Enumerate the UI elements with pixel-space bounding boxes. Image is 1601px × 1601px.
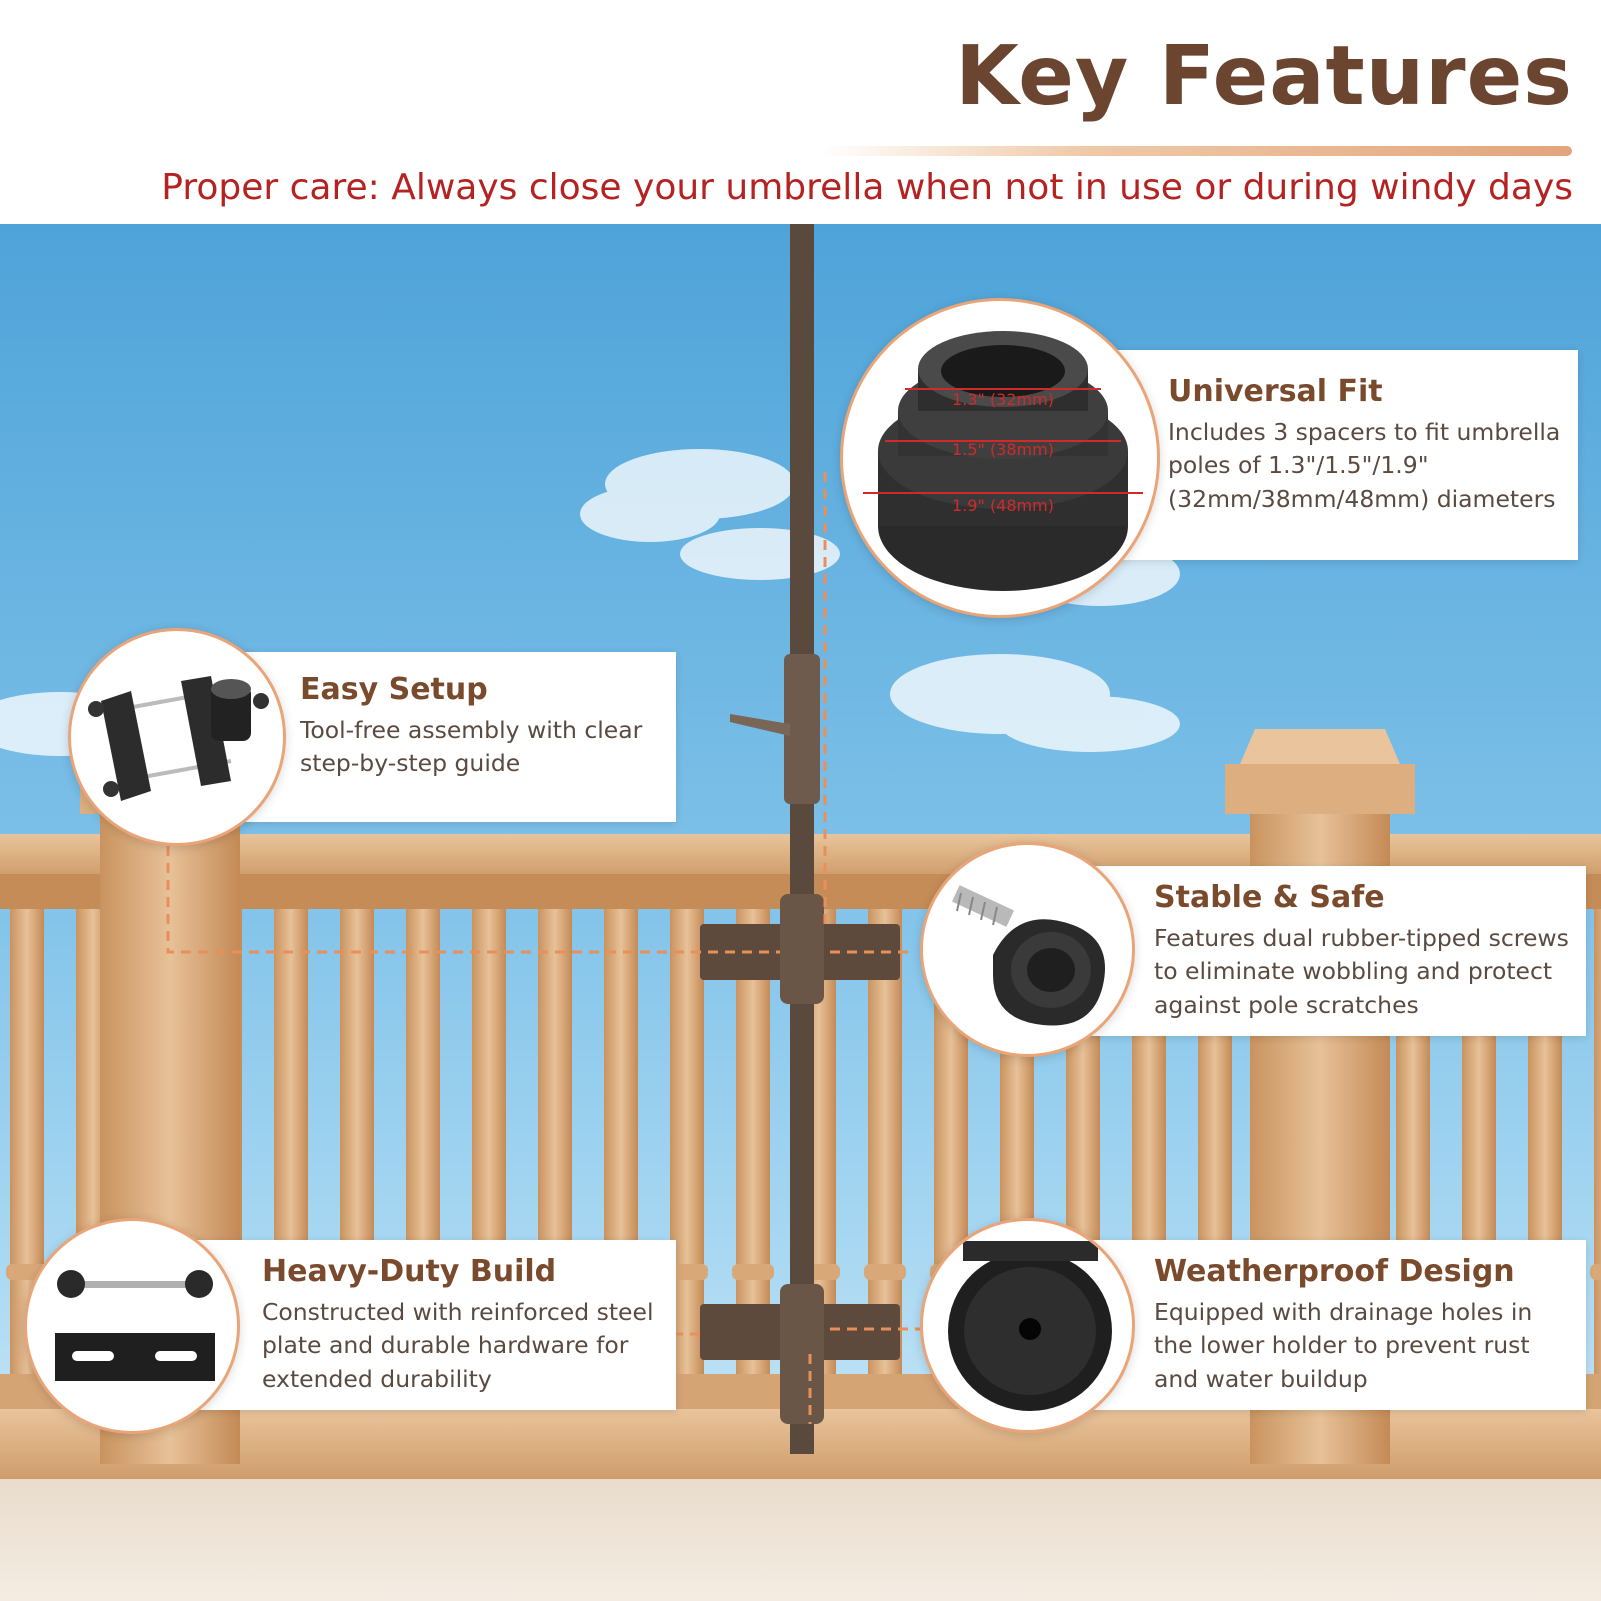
heavy-duty-badge <box>24 1218 240 1434</box>
feature-heavy-duty: Heavy-Duty Build Constructed with reinfo… <box>180 1240 676 1410</box>
weatherproof-badge <box>920 1218 1135 1433</box>
feature-description: Equipped with drainage holes in the lowe… <box>1154 1298 1533 1393</box>
feature-title: Weatherproof Design <box>1154 1254 1515 1289</box>
header: Key Features Proper care: Always close y… <box>0 0 1601 224</box>
feature-description: Features dual rubber-tipped screws to el… <box>1154 924 1569 1019</box>
feature-description: Tool-free assembly with clear step-by-st… <box>300 716 643 778</box>
steel-plate-hardware-icon <box>55 1270 215 1381</box>
feature-universal-fit: Universal Fit Includes 3 spacers to fit … <box>1100 350 1578 560</box>
spacer-rings-icon: 1.3" (32mm) 1.5" (38mm) 1.9" (48mm) <box>863 331 1143 591</box>
title-divider <box>820 146 1572 156</box>
care-notice: Proper care: Always close your umbrella … <box>161 167 1573 208</box>
feature-description: Includes 3 spacers to fit umbrella poles… <box>1168 418 1561 513</box>
feature-title: Stable & Safe <box>1154 880 1385 915</box>
stable-safe-badge <box>920 842 1135 1057</box>
feature-easy-setup: Easy Setup Tool-free assembly with clear… <box>220 652 676 822</box>
dim-label-large: 1.9" (48mm) <box>952 496 1054 515</box>
feature-weatherproof: Weatherproof Design Equipped with draina… <box>1090 1240 1586 1410</box>
feature-title: Easy Setup <box>300 672 488 707</box>
dim-label-small: 1.3" (32mm) <box>952 390 1054 409</box>
universal-fit-badge: 1.3" (32mm) 1.5" (38mm) 1.9" (48mm) <box>840 298 1160 618</box>
easy-setup-badge <box>68 628 286 846</box>
feature-title: Heavy-Duty Build <box>262 1254 557 1289</box>
bracket-assembly-icon <box>88 676 269 801</box>
page-title: Key Features <box>955 29 1573 124</box>
feature-description: Constructed with reinforced steel plate … <box>262 1298 654 1393</box>
feature-title: Universal Fit <box>1168 374 1383 409</box>
knob-screw-icon <box>952 885 1105 1026</box>
dim-label-medium: 1.5" (38mm) <box>952 440 1054 459</box>
feature-stable-safe: Stable & Safe Features dual rubber-tippe… <box>1090 866 1586 1036</box>
drainage-hole-icon <box>948 1241 1112 1411</box>
